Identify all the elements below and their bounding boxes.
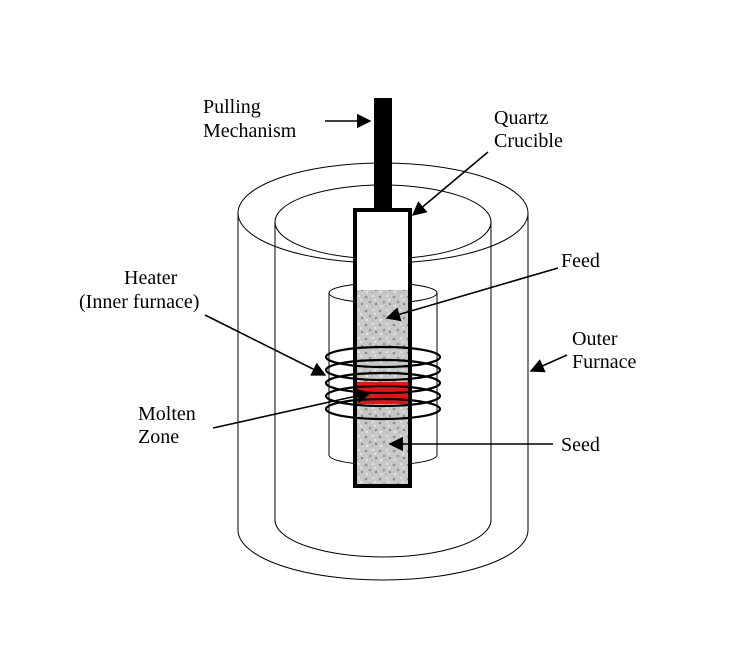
arrow-outer bbox=[529, 354, 568, 373]
label-pulling-line2: Mechanism bbox=[203, 120, 297, 142]
label-quartz-line1: Quartz bbox=[494, 107, 549, 129]
label-pulling-line1: Pulling bbox=[203, 96, 261, 118]
label-feed: Feed bbox=[561, 250, 600, 272]
arrow-molten bbox=[212, 388, 372, 429]
arrow-heater bbox=[204, 314, 327, 376]
label-outer-line1: Outer bbox=[572, 328, 618, 350]
arrows bbox=[204, 113, 568, 452]
pulling-rod bbox=[374, 98, 392, 210]
arrow-quartz bbox=[411, 151, 489, 216]
label-heater-line2: (Inner furnace) bbox=[79, 291, 199, 313]
label-molten-line2: Zone bbox=[138, 426, 179, 448]
label-outer-line2: Furnace bbox=[572, 351, 637, 373]
feed-rod bbox=[357, 290, 408, 382]
label-quartz-line2: Crucible bbox=[494, 130, 563, 152]
label-seed: Seed bbox=[561, 434, 600, 456]
arrow-feed bbox=[385, 267, 559, 322]
label-heater-line1: Heater bbox=[124, 267, 178, 289]
label-molten-line1: Molten bbox=[138, 403, 196, 425]
